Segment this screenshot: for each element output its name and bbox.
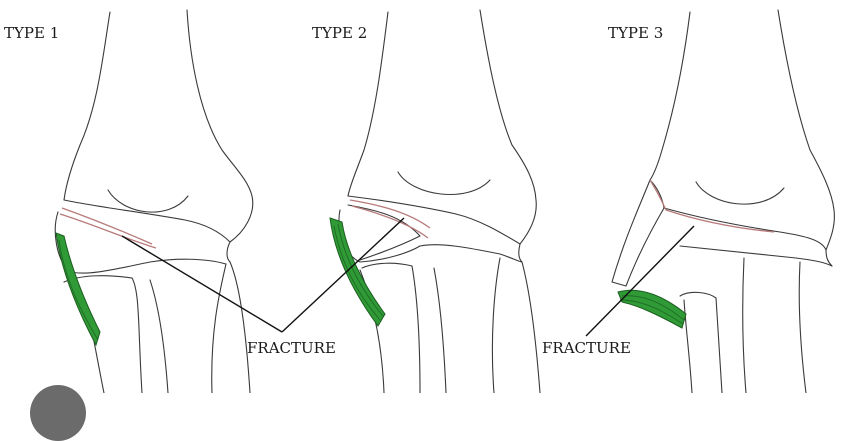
fracture-label-right: FRACTURE [542,339,631,357]
type-2-label: TYPE 2 [312,24,367,42]
fracture-diagram [0,0,846,393]
type-3-label: TYPE 3 [608,24,663,42]
fracture-label-left: FRACTURE [247,339,336,357]
type-1-label: TYPE 1 [4,24,59,42]
elbow-type-1 [55,10,252,393]
elbow-type-2 [330,10,540,393]
elbow-type-3 [612,10,834,393]
overlay-circle [30,385,86,441]
